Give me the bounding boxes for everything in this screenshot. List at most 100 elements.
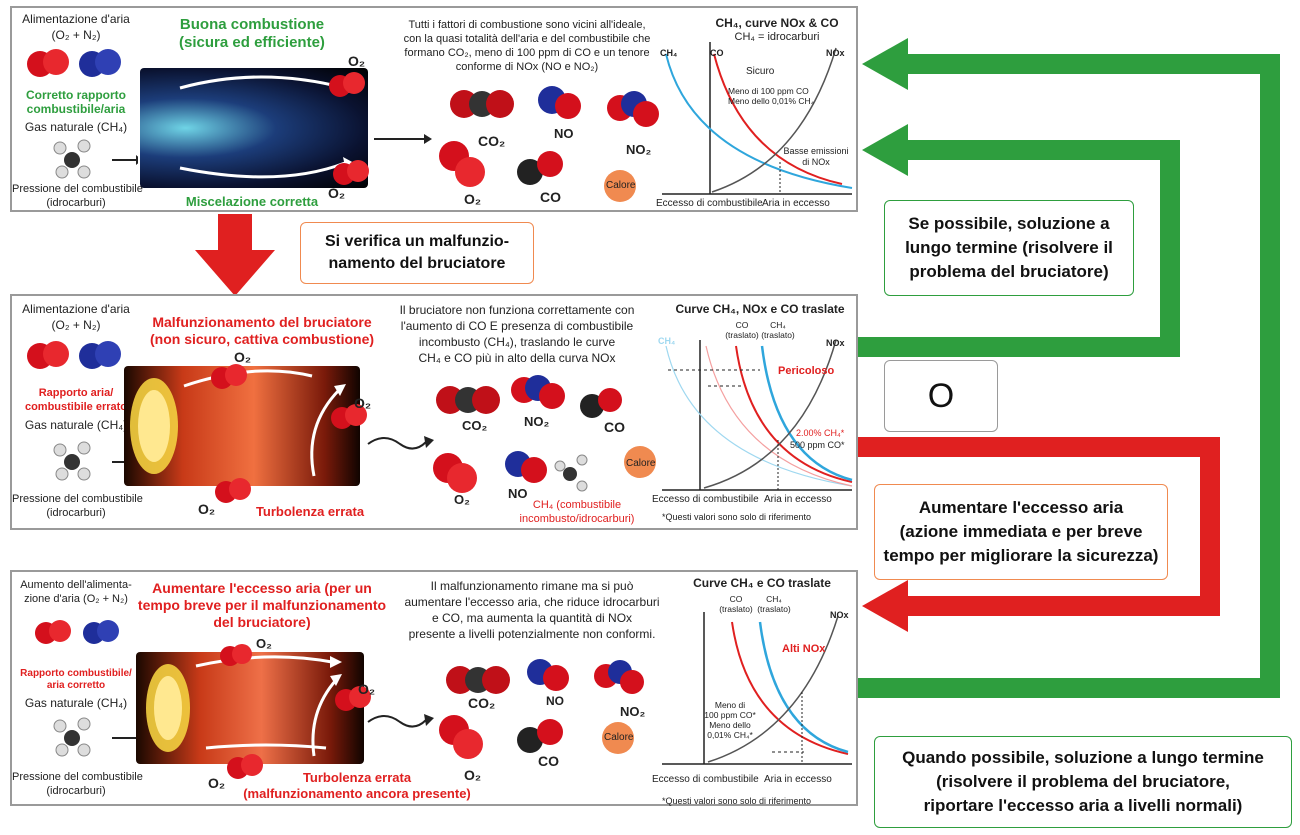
panel-increase-air: Aumento dell'alimenta- zione d'aria (O₂ … xyxy=(10,570,858,806)
o2-label: O₂ xyxy=(464,191,482,207)
panel1-desc-4: conforme di NOx (NO e NO₂) xyxy=(455,61,599,73)
box2-line-3: tempo per migliorare la sicurezza) xyxy=(883,546,1159,565)
or-box: O xyxy=(884,360,998,432)
o2-molecule-icon xyxy=(333,160,369,185)
box1-line-1: Se possibile, soluzione a xyxy=(908,214,1110,233)
o2-molecule-icon xyxy=(220,644,252,666)
panel3-desc-3: e CO, ma aumenta la quantità di NOx xyxy=(431,611,633,625)
chart3-note-3: Meno dello xyxy=(709,720,751,730)
chart2-value-ch4: 2.00% CH₄* xyxy=(796,428,845,438)
gas-label: Gas naturale (CH₄) xyxy=(24,120,128,134)
no2-label: NO₂ xyxy=(524,414,550,429)
panel1-title-2: (sicura ed efficiente) xyxy=(179,34,325,51)
malfunction-label-box: Si verifica un malfunzio- namento del br… xyxy=(300,222,534,284)
red-down-arrow xyxy=(195,214,275,296)
o2-molecule-icon xyxy=(329,72,365,97)
co2-label: CO₂ xyxy=(462,418,488,433)
increase-air-box: Aumentare l'eccesso aria (azione immedia… xyxy=(874,484,1168,580)
air-supply-label-2: zione d'aria (O₂ + N₂) xyxy=(24,593,128,605)
o2-label-right: O₂ xyxy=(358,681,376,697)
product-molecules xyxy=(439,659,644,759)
no-label: NO xyxy=(546,694,564,708)
ch4-unburned-2: incombusto/idrocarburi) xyxy=(519,513,635,525)
panel3-title-3: del bruciatore) xyxy=(213,614,311,630)
box3-line-1: Quando possibile, soluzione a lungo term… xyxy=(902,748,1264,767)
box1-line-3: problema del bruciatore) xyxy=(909,262,1109,281)
o2-label-top: O₂ xyxy=(348,53,366,69)
panel3-bottom-2: (malfunzionamento ancora presente) xyxy=(243,786,471,801)
o2-label: O₂ xyxy=(454,492,470,507)
green-inner-loop xyxy=(858,140,1180,357)
panel1-bottom-label: Miscelazione corretta xyxy=(185,194,319,209)
o2-label-top: O₂ xyxy=(256,636,272,651)
chart3-ch4-shift-2: (traslato) xyxy=(757,604,791,614)
o2-n2-molecules-icon xyxy=(27,49,121,77)
o2-molecule-icon xyxy=(211,364,247,389)
air-supply-label: Alimentazione d'aria xyxy=(22,302,130,316)
chart1-subtitle: CH₄ = idrocarburi xyxy=(734,31,820,43)
o2-molecule-icon xyxy=(331,404,367,429)
ratio-label-1: Rapporto aria/ xyxy=(38,387,114,399)
co-label: CO xyxy=(538,753,559,769)
long-term-restore-box: Quando possibile, soluzione a lungo term… xyxy=(874,736,1292,828)
ratio-label-1: Corretto rapporto xyxy=(26,88,126,102)
red-arrowhead xyxy=(862,580,908,632)
panel2-title-1: Malfunzionamento del bruciatore xyxy=(152,314,372,330)
no-label: NO xyxy=(554,126,574,141)
no-label: NO xyxy=(508,486,528,501)
panel3-title-1: Aumentare l'eccesso aria (per un xyxy=(152,580,372,596)
chart3-ch4-shift-1: CH₄ xyxy=(766,594,782,604)
chart1-note-2: Meno dello 0,01% CH₄ xyxy=(728,96,815,106)
o2-label-bottom: O₂ xyxy=(328,185,346,201)
chart2-footnote: *Questi valori sono solo di riferimento xyxy=(662,512,812,522)
o2-n2-molecules-icon xyxy=(35,620,119,644)
ratio-label-1: Rapporto combustibile/ xyxy=(20,668,132,679)
air-supply-label-1: Aumento dell'alimenta- xyxy=(20,579,132,591)
heat-label: Calore xyxy=(604,732,634,743)
chart2-xleft: Eccesso di combustibile xyxy=(652,494,759,505)
chart2-co-shift-2: (traslato) xyxy=(725,330,759,340)
no2-label: NO₂ xyxy=(620,704,646,719)
red-loop xyxy=(858,437,1220,616)
panel2-title-2: (non sicuro, cattiva combustione) xyxy=(149,331,375,347)
o2-molecule-icon xyxy=(227,754,263,779)
burner-mesh-and-flow xyxy=(130,369,346,477)
panel2-bottom-label: Turbolenza errata xyxy=(255,504,365,519)
chart2-ch4-shift-2: (traslato) xyxy=(761,330,795,340)
panel2-desc-1: Il bruciatore non funziona correttamente… xyxy=(399,303,635,317)
chart3-note-4: 0,01% CH₄* xyxy=(707,730,753,740)
chart3-title: Curve CH₄ e CO traslate xyxy=(693,576,831,590)
chart2-xright: Aria in eccesso xyxy=(764,494,832,505)
chart1-xright: Aria in eccesso xyxy=(762,198,830,209)
box2-line-1: Aumentare l'eccesso aria xyxy=(918,498,1124,517)
co2-label: CO₂ xyxy=(468,695,496,711)
chart1-co-label: CO xyxy=(710,48,724,58)
pressure-label-1: Pressione del combustibile xyxy=(12,183,143,195)
green-inner-arrowhead xyxy=(862,124,908,176)
box2-line-2: (azione immediata e per breve xyxy=(899,522,1143,541)
air-formula: (O₂ + N₂) xyxy=(51,318,101,332)
pressure-label-2: (idrocarburi) xyxy=(46,197,106,209)
panel3-desc-2: aumentare l'eccesso aria, che riduce idr… xyxy=(404,595,660,609)
chart3-co-shift-2: (traslato) xyxy=(719,604,753,614)
malfunction-label-1: Si verifica un malfunzio- xyxy=(324,233,510,250)
chart2-nox-label: NOx xyxy=(826,338,845,348)
heat-label: Calore xyxy=(606,180,636,191)
no2-label: NO₂ xyxy=(626,142,652,157)
box1-line-2: lungo termine (risolvere il xyxy=(905,238,1113,257)
o2-label-bottom: O₂ xyxy=(208,775,226,791)
chart1-ch4-label: CH₄ xyxy=(660,48,678,58)
panel3-title-2: tempo breve per il malfunzionamento xyxy=(137,597,387,613)
panel3-desc-1: Il malfunzionamento rimane ma si può xyxy=(430,579,634,593)
pressure-label-1: Pressione del combustibile xyxy=(12,771,143,783)
methane-molecule-icon xyxy=(53,717,138,757)
malfunction-label-2: namento del bruciatore xyxy=(328,255,506,272)
panel3-desc-4: presente a livelli potenzialmente non co… xyxy=(408,627,656,641)
chart3-high-label: Alti NOx xyxy=(782,643,826,655)
panel1-desc-1: Tutti i fattori di combustione sono vici… xyxy=(408,19,646,31)
chart3-note-1: Meno di xyxy=(714,700,746,710)
chart3-footnote: *Questi valori sono solo di riferimento xyxy=(662,796,812,806)
o2-label-top: O₂ xyxy=(234,349,252,365)
chart3-nox-label: NOx xyxy=(830,610,849,620)
